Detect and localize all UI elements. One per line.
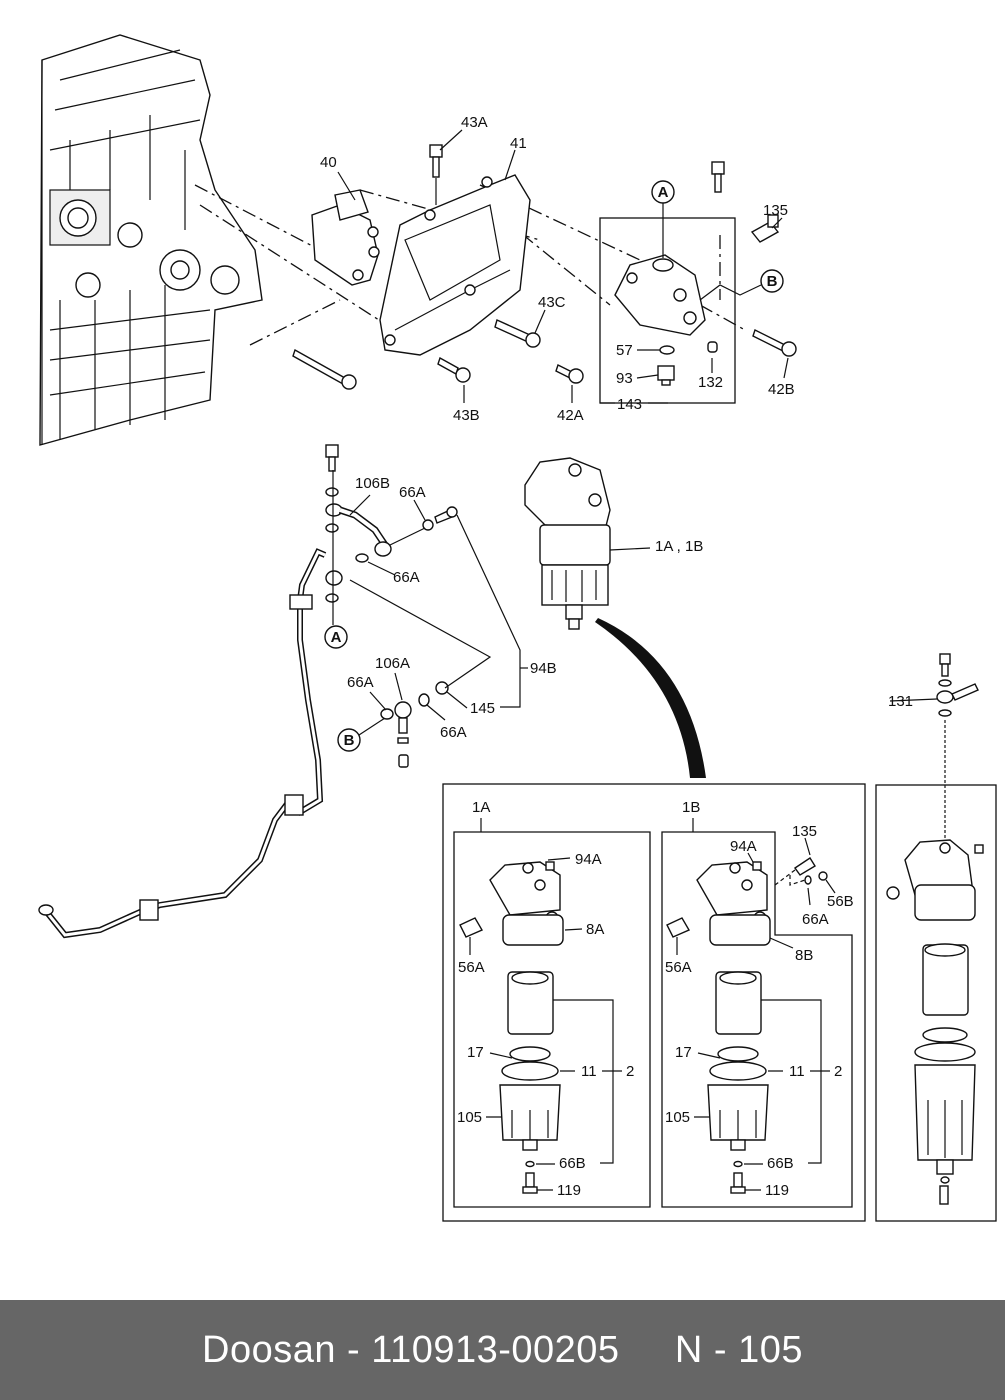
detail-1B-label-56A: 56A <box>665 959 692 976</box>
footer-banner: Doosan - 110913-00205 N - 105 <box>0 1300 1005 1400</box>
bolt-43A <box>429 144 443 205</box>
svg-text:A: A <box>331 629 342 646</box>
label-94B: 94B <box>530 660 557 677</box>
label-143: 143 <box>617 396 642 413</box>
part-41-bracket <box>379 174 531 356</box>
detail-1A-label-56A: 56A <box>458 959 485 976</box>
bolt-top-right <box>711 161 725 193</box>
label-43B: 43B <box>453 407 480 424</box>
parts-diagram: A B 40 43A 41 43C 43B 42A 135 42B 57 93 … <box>38 34 997 1222</box>
detail-1B: 1B 94A 135 56B 66A 8B 56A 17 11 2 1 <box>661 799 854 1208</box>
banjo-bolt-A <box>325 444 343 625</box>
filter-131-exploded <box>889 653 979 840</box>
detail-1A-label-11: 11 <box>581 1063 597 1080</box>
detail-1B-label-66A: 66A <box>802 911 829 928</box>
filter-right-parts <box>886 839 984 1205</box>
fuel-filter-assembly <box>524 457 611 630</box>
detail-1B-label-66B: 66B <box>767 1155 794 1172</box>
svg-text:A: A <box>658 184 669 201</box>
detail-1A-label-17: 17 <box>467 1044 484 1061</box>
fitting-93 <box>657 365 675 386</box>
detail-1B-label-2: 2 <box>834 1063 842 1080</box>
label-43C: 43C <box>538 294 566 311</box>
label-135-top: 135 <box>763 202 788 219</box>
part-number-caption: Doosan - 110913-00205 N - 105 <box>202 1328 803 1371</box>
label-40: 40 <box>320 154 337 171</box>
label-132: 132 <box>698 374 723 391</box>
detail-1B-label-94A: 94A <box>730 838 757 855</box>
detail-1A-label-94A: 94A <box>575 851 602 868</box>
label-106A: 106A <box>375 655 410 672</box>
pipe-106B <box>338 506 458 563</box>
detail-1A-label-105: 105 <box>457 1109 482 1126</box>
detail-1A-label-8A: 8A <box>586 921 604 938</box>
detail-1B-title: 1B <box>682 799 700 816</box>
svg-text:B: B <box>767 273 778 290</box>
detail-1B-label-56B: 56B <box>827 893 854 910</box>
callout-circle-B-pipe: B <box>337 717 386 752</box>
label-1A-1B: 1A , 1B <box>655 538 703 555</box>
label-66A-2: 66A <box>393 569 420 586</box>
filter-head-bracket <box>614 254 706 336</box>
engine-block-illustration <box>39 34 263 446</box>
detail-1B-label-17: 17 <box>675 1044 692 1061</box>
label-57: 57 <box>616 342 633 359</box>
detail-1B-label-105: 105 <box>665 1109 690 1126</box>
svg-text:B: B <box>344 732 355 749</box>
label-43A: 43A <box>461 114 488 131</box>
callout-circle-A-pipe: A <box>324 625 348 649</box>
label-106B: 106B <box>355 475 390 492</box>
detail-1B-label-8B: 8B <box>795 947 813 964</box>
detail-1A-title: 1A <box>472 799 490 816</box>
detail-1B-label-11: 11 <box>789 1063 805 1080</box>
fuel-pipe-main <box>38 548 327 939</box>
detail-arrow <box>595 618 706 778</box>
banjo-106A <box>380 681 449 768</box>
label-42A: 42A <box>557 407 584 424</box>
sensor-135 <box>750 214 780 243</box>
callout-circle-B-top: B <box>699 269 784 301</box>
washer-57 <box>659 345 675 355</box>
bolt-43C <box>494 319 541 348</box>
label-131: 131 <box>888 693 913 710</box>
detail-1B-label-135: 135 <box>792 823 817 840</box>
label-66A-4: 66A <box>440 724 467 741</box>
label-41: 41 <box>510 135 527 152</box>
bolt-42B <box>752 329 797 357</box>
detail-right-box <box>875 784 997 1222</box>
callout-circle-A-top: A <box>651 180 675 258</box>
label-145: 145 <box>470 700 495 717</box>
detail-1A-label-119: 119 <box>557 1182 581 1199</box>
detail-1A-label-66B: 66B <box>559 1155 586 1172</box>
label-42B: 42B <box>768 381 795 398</box>
label-66A-1: 66A <box>399 484 426 501</box>
part-40-block <box>311 189 380 286</box>
label-66A-3: 66A <box>347 674 374 691</box>
bolt-43B <box>437 356 471 383</box>
label-93: 93 <box>616 370 633 387</box>
detail-1B-label-119: 119 <box>765 1182 789 1199</box>
bolt-long-left <box>292 348 357 390</box>
detail-1A-label-2: 2 <box>626 1063 634 1080</box>
detail-panel-box <box>442 783 866 1222</box>
detail-1A: 1A 94A 8A 56A 17 11 2 105 66B 119 <box>453 799 651 1208</box>
plug-132 <box>707 341 718 353</box>
bolt-42A <box>555 364 584 384</box>
